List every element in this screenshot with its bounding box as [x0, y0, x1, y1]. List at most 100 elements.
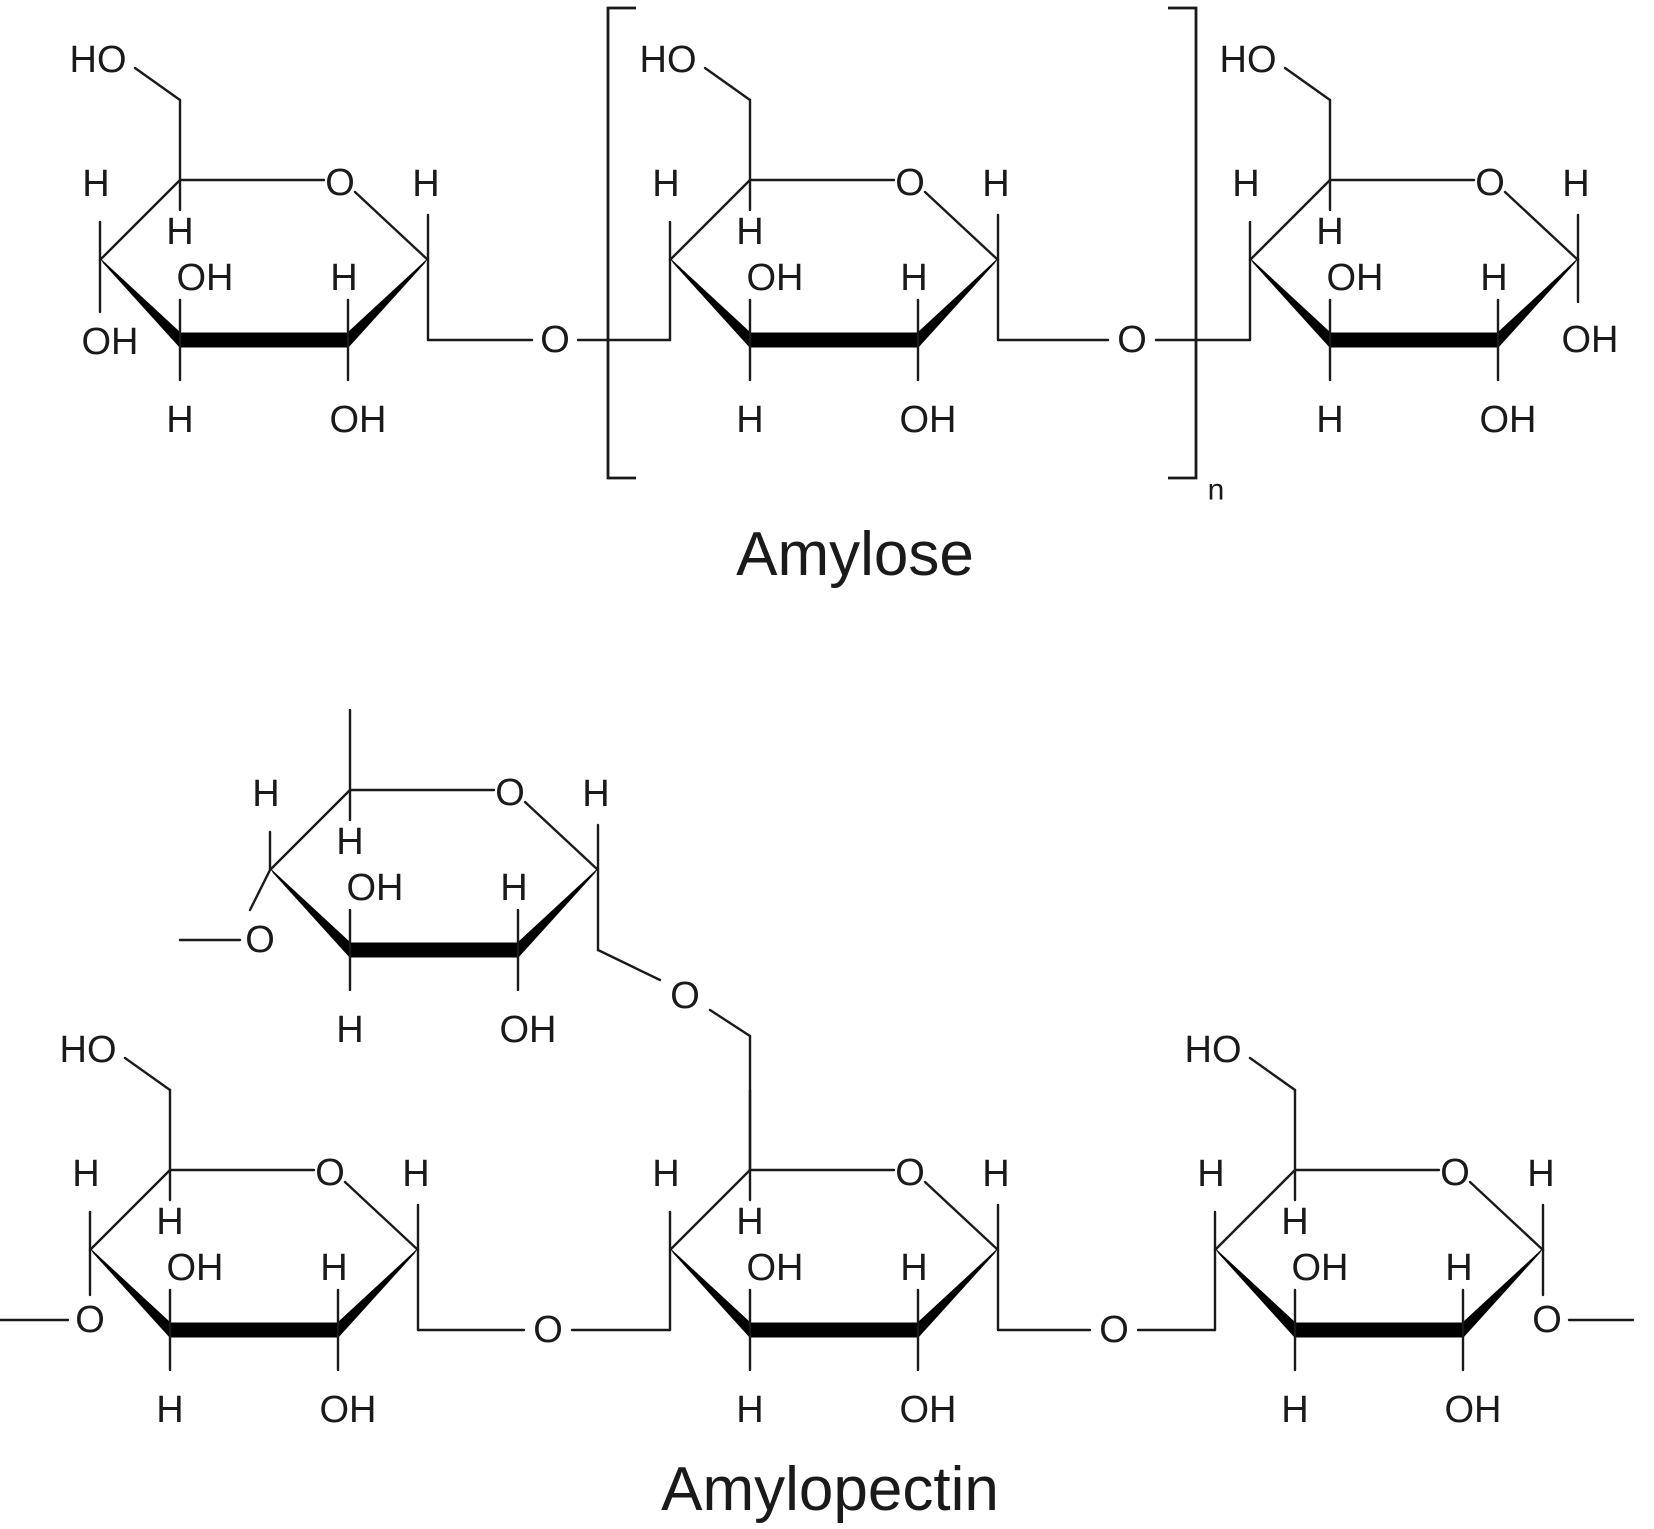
- atom-ring-o: O: [325, 162, 355, 204]
- atom-ring-o: O: [1475, 162, 1505, 204]
- ring-bond-c4-c5: [1248, 178, 1332, 262]
- atom-oh: OH: [82, 321, 139, 363]
- wedge-bond-c4-c3: [670, 1248, 750, 1338]
- branch-glycosidic-bond: [596, 948, 662, 982]
- atom-h: H: [1281, 1389, 1308, 1431]
- ring-bond-o-c1: [523, 800, 600, 872]
- atom-h: H: [412, 163, 439, 205]
- atom-h: H: [1281, 1201, 1308, 1243]
- atom-oh: OH: [747, 257, 804, 299]
- atom-h: H: [1480, 257, 1507, 299]
- atom-oh: OH: [1480, 399, 1537, 441]
- atom-o: O: [245, 919, 275, 961]
- atom-h: H: [166, 211, 193, 253]
- atom-oh: OH: [900, 399, 957, 441]
- wedge-bond-c1-c2: [1463, 1248, 1543, 1338]
- atom-h: H: [82, 163, 109, 205]
- wedge-bond-c4-c3: [100, 258, 180, 348]
- glycosidic-o: O: [1117, 319, 1147, 361]
- ring-bond-c4-c5: [88, 1168, 172, 1252]
- atom-ho: HO: [1220, 39, 1277, 81]
- ring-bond-o-c1: [1503, 190, 1580, 262]
- right-repeat-bracket: [1168, 6, 1198, 480]
- atom-h: H: [500, 867, 527, 909]
- atom-h: H: [1562, 163, 1589, 205]
- atom-ring-o: O: [495, 772, 525, 814]
- bond-c6-o6: [123, 1056, 172, 1092]
- atom-oh: OH: [330, 399, 387, 441]
- atom-oh: OH: [347, 867, 404, 909]
- ring-bond-c4-c5: [668, 178, 752, 262]
- atom-label-layer: HHOHOHOHHHOHHOHHOHOHHHOHHOHHOHOHHHOHHOHO…: [60, 39, 1619, 1431]
- atom-oh: OH: [1562, 319, 1619, 361]
- atom-h: H: [652, 163, 679, 205]
- atom-ho: HO: [640, 39, 697, 81]
- ring-bond-o-c1: [923, 1180, 1000, 1252]
- atom-o: O: [75, 1299, 105, 1341]
- atom-h: H: [1316, 211, 1343, 253]
- atom-o: O: [1532, 1299, 1562, 1341]
- atom-h: H: [736, 1201, 763, 1243]
- atom-h: H: [330, 257, 357, 299]
- atom-ring-o: O: [895, 162, 925, 204]
- bond-c4-o: [248, 868, 272, 912]
- ring-bond-o-c1: [353, 190, 430, 262]
- glycosidic-o: O: [540, 319, 570, 361]
- repeat-subscript-n: n: [1208, 474, 1225, 507]
- atom-h: H: [1445, 1247, 1472, 1289]
- amylopectin-caption: Amylopectin: [661, 1455, 999, 1524]
- glycosidic-o: O: [533, 1309, 563, 1351]
- ring-bond-c4-c5: [1213, 1168, 1297, 1252]
- atom-h: H: [336, 1009, 363, 1051]
- atom-h: H: [72, 1153, 99, 1195]
- atom-oh: OH: [177, 257, 234, 299]
- ring-bond-c4-c5: [668, 1168, 752, 1252]
- atom-ring-o: O: [895, 1152, 925, 1194]
- bond-c6-o6: [133, 66, 182, 102]
- atom-h: H: [156, 1389, 183, 1431]
- atom-ho: HO: [70, 39, 127, 81]
- atom-h: H: [900, 1247, 927, 1289]
- atom-h: H: [156, 1201, 183, 1243]
- wedge-bond-c1-c2: [518, 868, 598, 958]
- ring-bond-c4-c5: [98, 178, 182, 262]
- atom-h: H: [166, 399, 193, 441]
- atom-h: H: [736, 211, 763, 253]
- bond-c6-o6: [703, 66, 752, 102]
- wedge-bond-c1-c2: [918, 258, 998, 348]
- atom-ho: HO: [60, 1029, 117, 1071]
- ring-bond-o-c1: [343, 1180, 420, 1252]
- atom-h: H: [320, 1247, 347, 1289]
- atom-h: H: [402, 1153, 429, 1195]
- atom-h: H: [252, 773, 279, 815]
- branch-glycosidic-o: O: [670, 975, 700, 1017]
- amylose-caption: Amylose: [736, 520, 974, 589]
- atom-h: H: [736, 399, 763, 441]
- glycosidic-o: O: [1099, 1309, 1129, 1351]
- wedge-bond-c1-c2: [1498, 258, 1578, 348]
- atom-oh: OH: [1292, 1247, 1349, 1289]
- atom-oh: OH: [320, 1389, 377, 1431]
- atom-oh: OH: [900, 1389, 957, 1431]
- atom-h: H: [900, 257, 927, 299]
- ring-bond-o-c1: [1468, 1180, 1545, 1252]
- atom-h: H: [1197, 1153, 1224, 1195]
- atom-oh: OH: [1445, 1389, 1502, 1431]
- wedge-bond-c1-c2: [918, 1248, 998, 1338]
- wedge-bond-c4-c3: [1215, 1248, 1295, 1338]
- atom-ho: HO: [1185, 1029, 1242, 1071]
- atom-h: H: [336, 821, 363, 863]
- atom-h: H: [736, 1389, 763, 1431]
- atom-h: H: [1232, 163, 1259, 205]
- atom-ring-o: O: [315, 1152, 345, 1194]
- ring-bond-o-c1: [923, 190, 1000, 262]
- bond-c6-o6: [1248, 1056, 1297, 1092]
- wedge-bond-c4-c3: [1250, 258, 1330, 348]
- atom-oh: OH: [500, 1009, 557, 1051]
- atom-ring-o: O: [1440, 1152, 1470, 1194]
- atom-h: H: [982, 1153, 1009, 1195]
- wedge-bond-c1-c2: [338, 1248, 418, 1338]
- wedge-bond-c4-c3: [90, 1248, 170, 1338]
- bond-layer: [0, 6, 1635, 1372]
